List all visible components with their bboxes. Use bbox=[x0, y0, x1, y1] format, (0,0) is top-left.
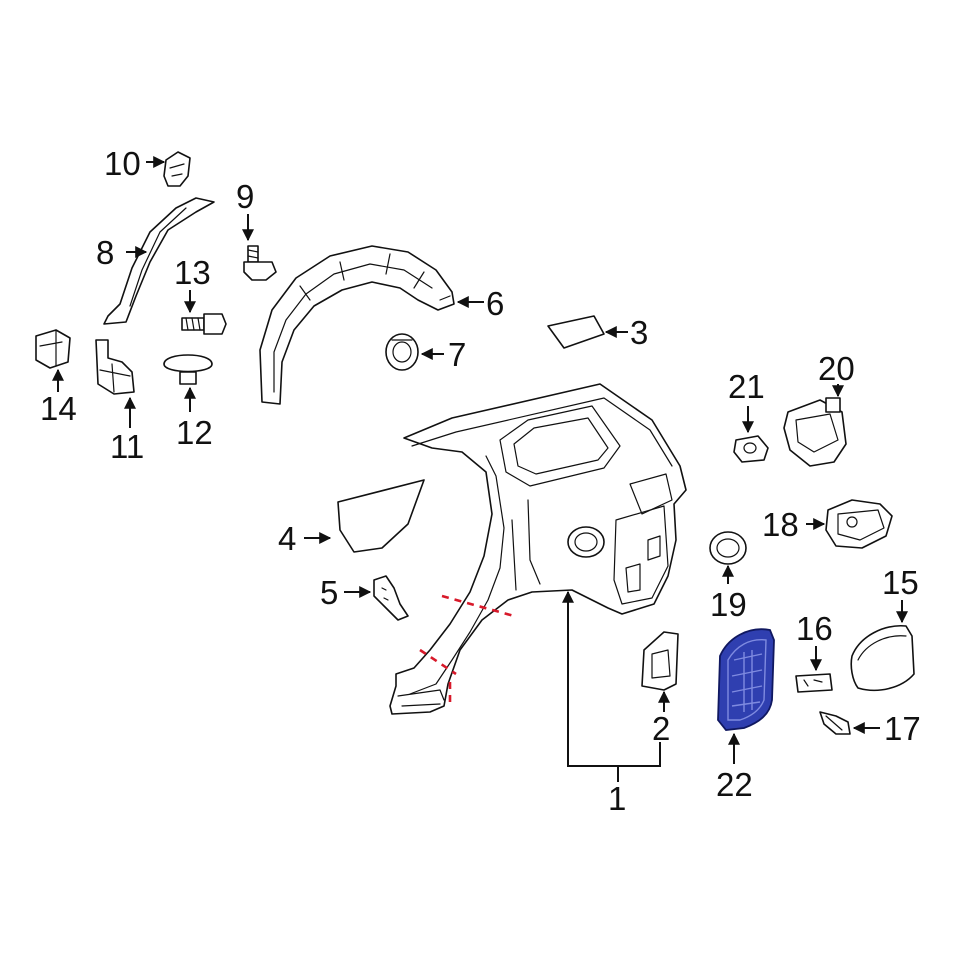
callout-11: 11 bbox=[110, 428, 144, 465]
part-18-motor[interactable] bbox=[825, 499, 893, 549]
leader-1-bracket bbox=[567, 594, 661, 767]
part-1-quarter-panel[interactable] bbox=[389, 383, 687, 715]
callout-21: 21 bbox=[728, 368, 765, 405]
part-14-bracket[interactable] bbox=[35, 329, 71, 369]
part-20-actuator[interactable] bbox=[783, 397, 847, 467]
callout-12: 12 bbox=[176, 414, 213, 451]
part-17-pin[interactable] bbox=[819, 711, 851, 735]
part-19-cap[interactable] bbox=[709, 531, 747, 565]
part-11-bracket[interactable] bbox=[95, 339, 135, 395]
callout-13: 13 bbox=[174, 254, 211, 291]
part-5-bracket[interactable] bbox=[373, 575, 409, 621]
part-15-fuel-door[interactable] bbox=[850, 625, 915, 692]
callout-18: 18 bbox=[762, 506, 799, 543]
callout-10: 10 bbox=[104, 145, 141, 182]
part-13-bolt[interactable] bbox=[181, 313, 227, 335]
part-6-wheelhouse-liner[interactable] bbox=[259, 245, 455, 405]
callout-1: 1 bbox=[608, 780, 626, 817]
callout-2: 2 bbox=[652, 710, 670, 747]
part-10-clip[interactable] bbox=[163, 151, 191, 187]
part-9-screw[interactable] bbox=[243, 245, 277, 281]
part-16-label[interactable] bbox=[795, 673, 833, 693]
callout-7: 7 bbox=[448, 336, 466, 373]
part-8-moulding[interactable] bbox=[103, 197, 215, 325]
callout-5: 5 bbox=[320, 574, 338, 611]
part-3-pad[interactable] bbox=[547, 315, 605, 349]
callout-20: 20 bbox=[818, 350, 855, 387]
part-7-grommet[interactable] bbox=[385, 333, 419, 371]
callout-3: 3 bbox=[630, 314, 648, 351]
callout-6: 6 bbox=[486, 285, 504, 322]
callout-22: 22 bbox=[716, 766, 753, 803]
callout-17: 17 bbox=[884, 710, 921, 747]
callout-16: 16 bbox=[796, 610, 833, 647]
part-22-filler-housing[interactable] bbox=[717, 628, 775, 731]
callout-15: 15 bbox=[882, 564, 919, 601]
part-4-panel[interactable] bbox=[337, 479, 425, 553]
part-21-nut[interactable] bbox=[733, 435, 769, 463]
callout-4: 4 bbox=[278, 520, 296, 557]
callout-14: 14 bbox=[40, 390, 77, 427]
callout-19: 19 bbox=[710, 586, 747, 623]
callout-9: 9 bbox=[236, 178, 254, 215]
callout-8: 8 bbox=[96, 234, 114, 271]
part-12-push-clip[interactable] bbox=[163, 354, 213, 385]
part-2-bracket[interactable] bbox=[641, 631, 679, 691]
